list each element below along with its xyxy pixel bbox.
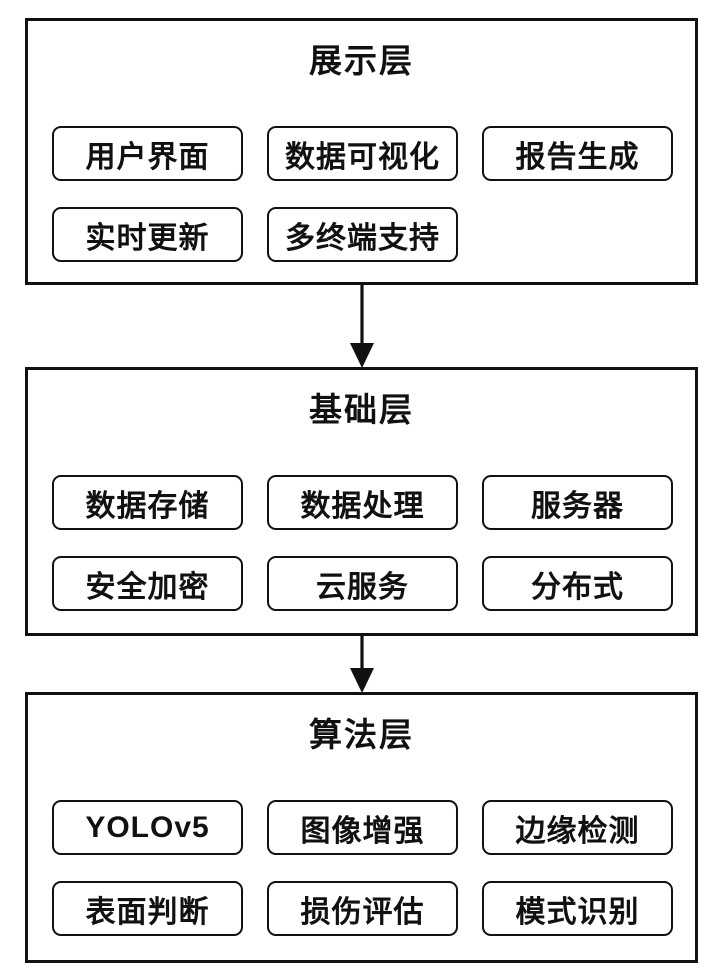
node-cloud-service: 云服务 <box>267 556 458 611</box>
layer-presentation-title: 展示层 <box>309 42 414 79</box>
layer-algorithm-row-2: 表面判断 损伤评估 模式识别 <box>52 881 673 936</box>
arrow-down-foundation-to-algorithm-icon <box>350 635 374 693</box>
node-yolov5: YOLOv5 <box>52 800 243 855</box>
node-damage-assessment: 损伤评估 <box>267 881 458 936</box>
layer-foundation-title: 基础层 <box>309 391 414 428</box>
node-multi-terminal-support: 多终端支持 <box>267 207 458 262</box>
layer-presentation: 展示层 用户界面 数据可视化 报告生成 实时更新 多终端支持 <box>25 18 698 285</box>
layer-foundation: 基础层 数据存储 数据处理 服务器 安全加密 云服务 分布式 <box>25 367 698 636</box>
layer-algorithm-title: 算法层 <box>309 716 414 753</box>
layer-algorithm: 算法层 YOLOv5 图像增强 边缘检测 表面判断 损伤评估 模式识别 <box>25 692 698 963</box>
node-server: 服务器 <box>482 475 673 530</box>
layer-presentation-row-2: 实时更新 多终端支持 <box>52 207 458 262</box>
arrow-down-presentation-to-foundation-icon <box>350 284 374 368</box>
node-data-storage: 数据存储 <box>52 475 243 530</box>
layer-presentation-row-1: 用户界面 数据可视化 报告生成 <box>52 126 673 181</box>
node-data-visualization: 数据可视化 <box>267 126 458 181</box>
node-surface-judgment: 表面判断 <box>52 881 243 936</box>
node-security-encryption: 安全加密 <box>52 556 243 611</box>
layer-algorithm-row-1: YOLOv5 图像增强 边缘检测 <box>52 800 673 855</box>
node-pattern-recognition: 模式识别 <box>482 881 673 936</box>
node-edge-detection: 边缘检测 <box>482 800 673 855</box>
layer-foundation-row-2: 安全加密 云服务 分布式 <box>52 556 673 611</box>
node-image-enhancement: 图像增强 <box>267 800 458 855</box>
node-report-generation: 报告生成 <box>482 126 673 181</box>
layer-foundation-row-1: 数据存储 数据处理 服务器 <box>52 475 673 530</box>
node-distributed: 分布式 <box>482 556 673 611</box>
node-user-interface: 用户界面 <box>52 126 243 181</box>
node-realtime-update: 实时更新 <box>52 207 243 262</box>
node-data-processing: 数据处理 <box>267 475 458 530</box>
